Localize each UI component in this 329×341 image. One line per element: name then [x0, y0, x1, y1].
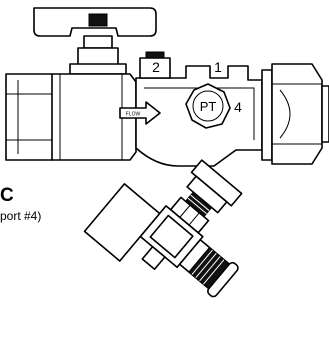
pt-label: PT — [200, 99, 217, 114]
outlet-hex-nut — [271, 63, 323, 165]
outlet-union — [261, 63, 329, 165]
port-1-label: 1 — [214, 59, 222, 75]
valve-stem — [83, 35, 113, 49]
flow-arrow: FLOW — [119, 101, 161, 125]
port-2-plug — [145, 51, 165, 59]
drain-handle — [83, 183, 161, 262]
hose-cap — [207, 261, 239, 298]
flow-label: FLOW — [126, 112, 141, 118]
hose-thread — [188, 246, 231, 290]
callout-letter: C — [0, 185, 14, 206]
inlet-hex-nut — [5, 73, 53, 161]
valve-bonnet-collar — [69, 63, 127, 75]
pt-gauge-port: PT — [185, 83, 231, 129]
handle-nut — [88, 13, 108, 27]
ball-valve — [5, 7, 157, 161]
port-2-label: 2 — [152, 59, 160, 75]
callout-note: port #4) — [0, 209, 41, 223]
pt-hex — [185, 83, 231, 129]
drain-valve — [83, 159, 243, 298]
port-4-label: 4 — [234, 99, 242, 115]
